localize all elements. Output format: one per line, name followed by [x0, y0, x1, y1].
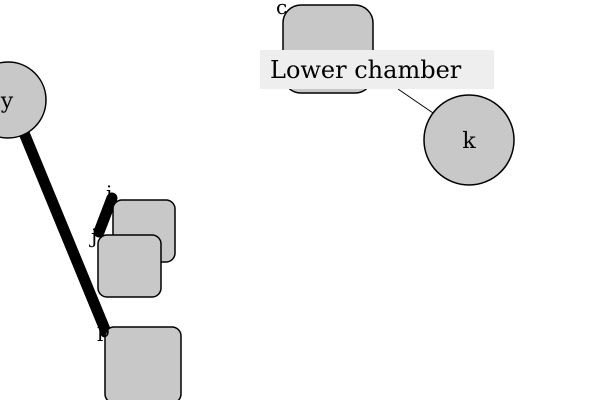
edge-label-k: [397, 88, 434, 114]
annotation-label-text: Lower chamber: [270, 56, 462, 84]
edge-i-j: [93, 192, 118, 238]
annotation-label: Lower chamber: [260, 50, 494, 89]
annotation-label-box: [260, 50, 494, 89]
node-p[interactable]: p: [97, 318, 182, 400]
node-j-label: j: [89, 224, 97, 248]
node-i-label: i: [106, 181, 112, 205]
node-c-label: c: [276, 0, 287, 19]
node-y-shape: [0, 61, 47, 139]
node-p-shape: [104, 326, 182, 400]
node-k[interactable]: k: [423, 94, 515, 186]
node-k-label: k: [462, 129, 476, 154]
node-y-label: y: [0, 89, 14, 114]
edge-y-p: [16, 122, 112, 338]
node-p-label: p: [97, 318, 110, 342]
node-y[interactable]: y: [0, 61, 47, 139]
node-j-shape: [97, 234, 162, 298]
node-j[interactable]: j: [89, 224, 162, 298]
node-k-shape: [423, 94, 515, 186]
